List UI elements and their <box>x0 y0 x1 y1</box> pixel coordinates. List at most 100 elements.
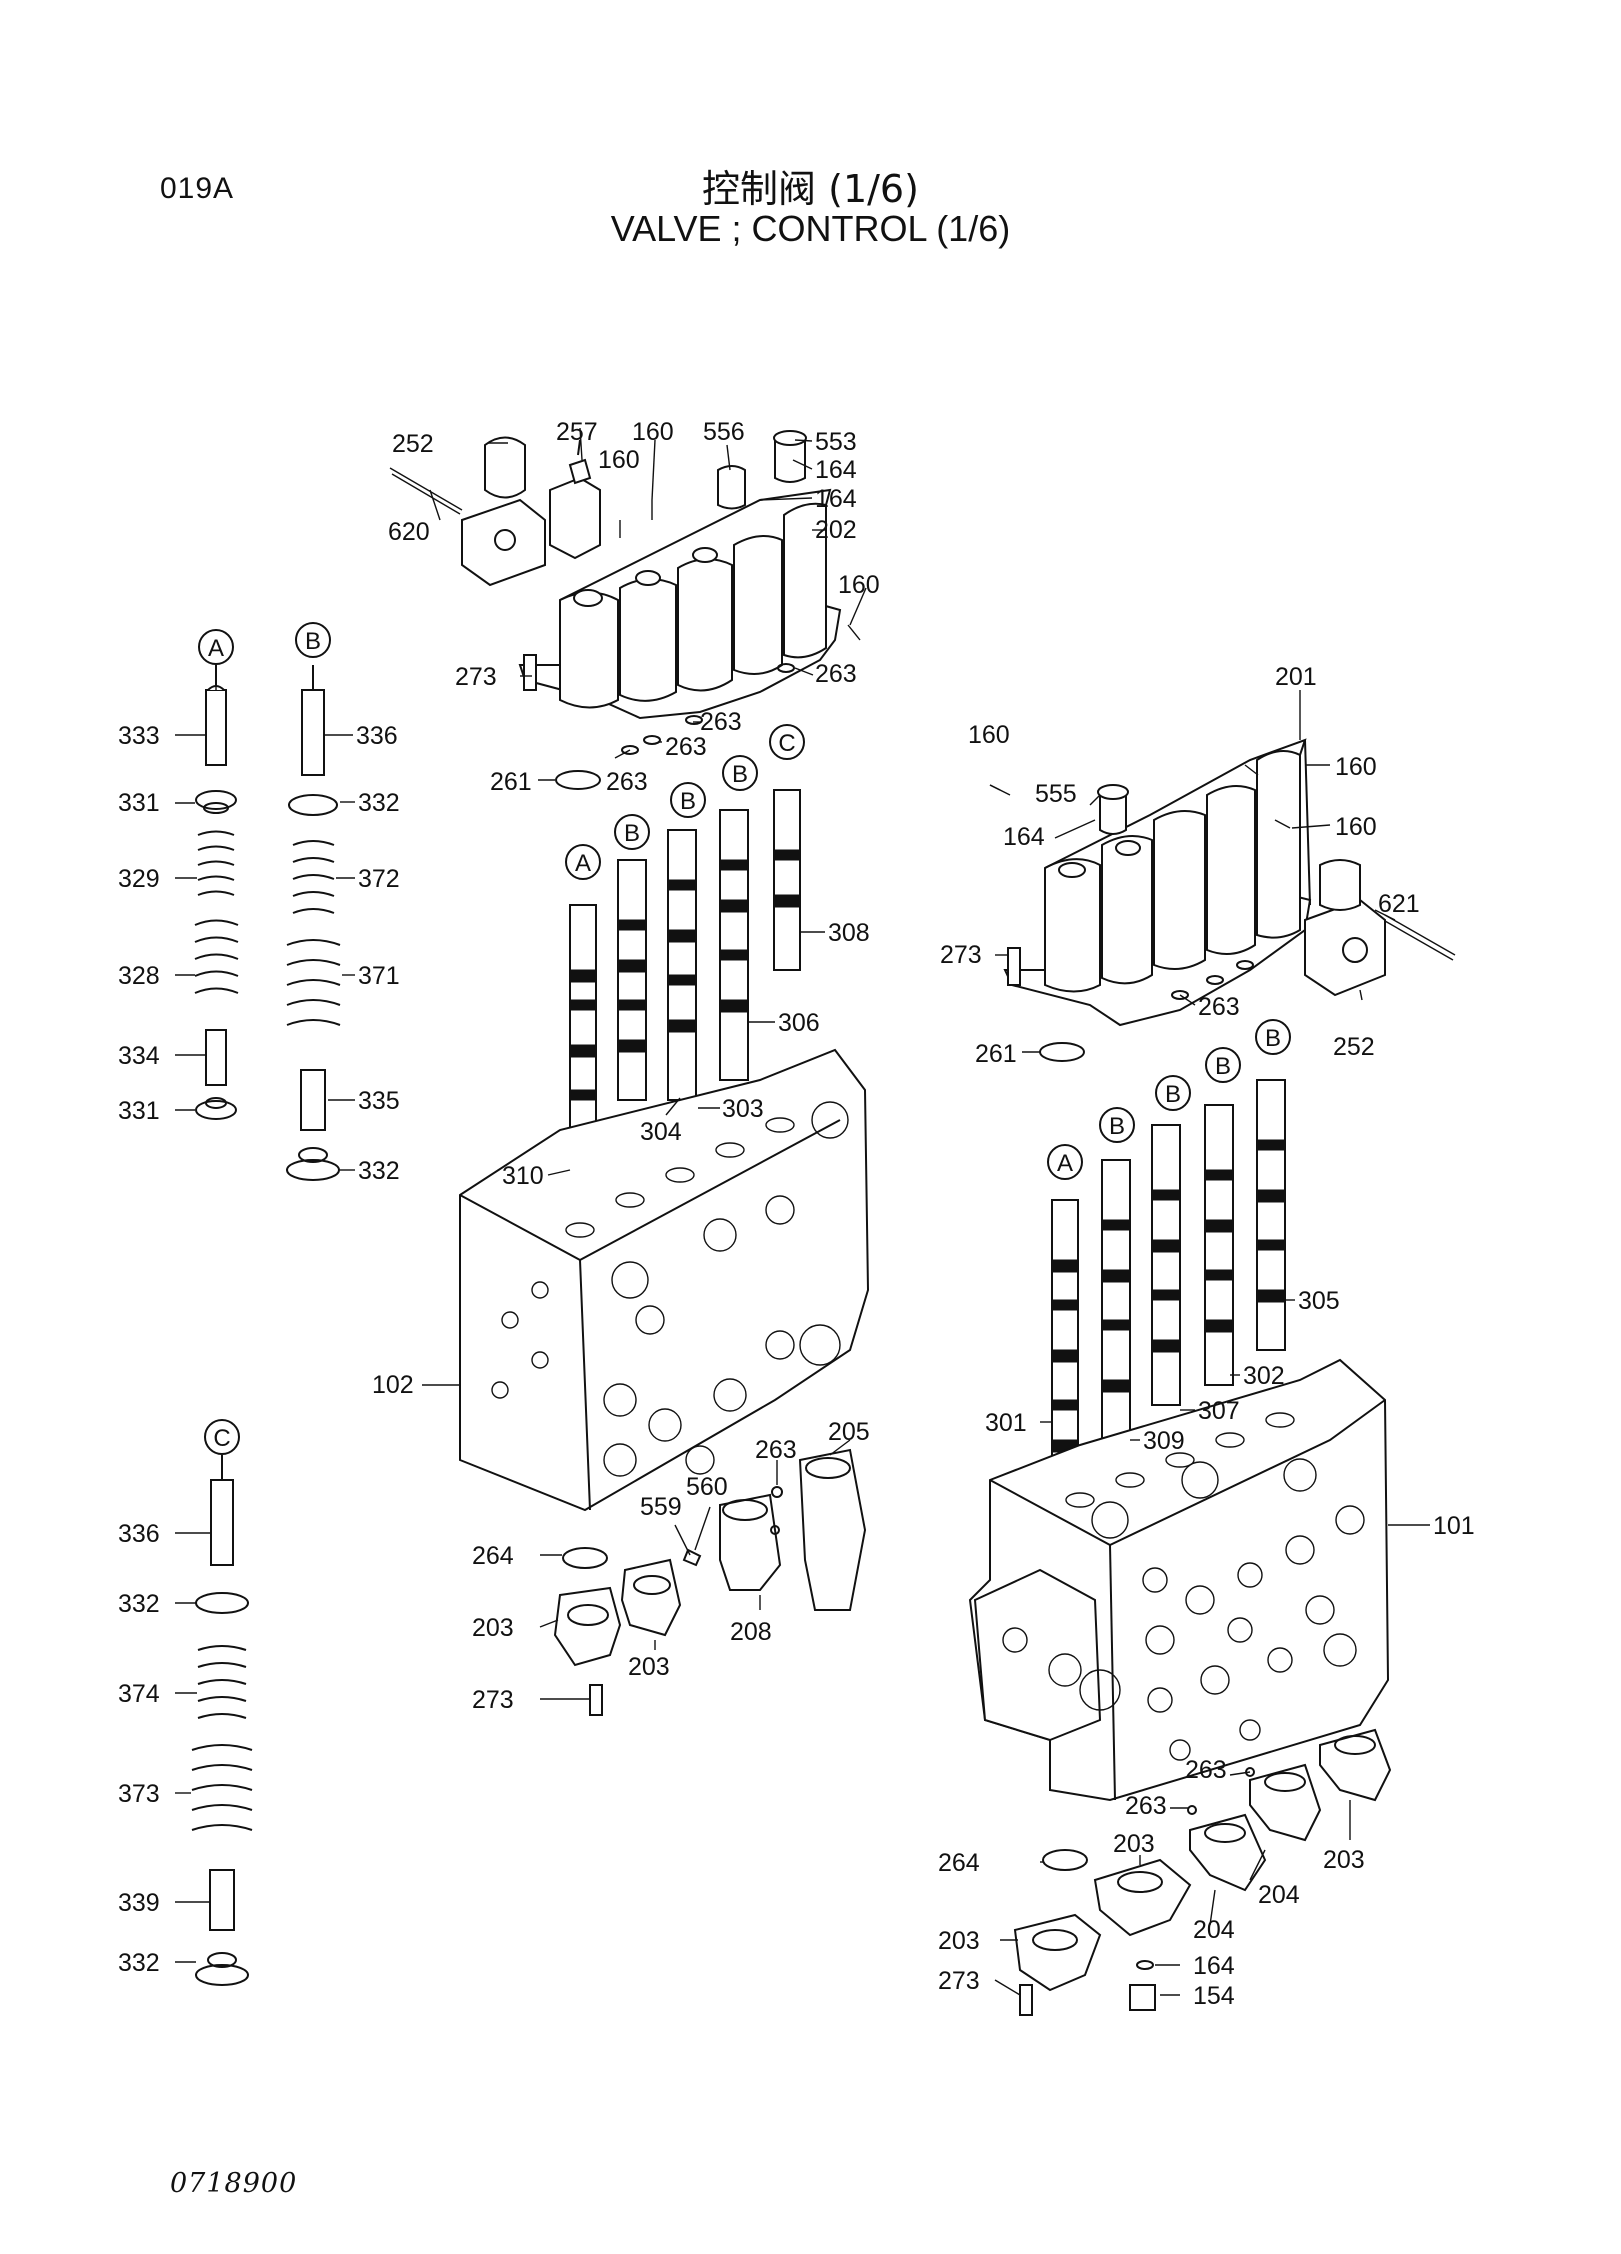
part-label: 553 <box>815 428 857 456</box>
spring-stack-a <box>194 665 239 1120</box>
callout-letter: B <box>732 761 748 788</box>
part-label: 301 <box>985 1409 1027 1437</box>
callout-letter: B <box>624 820 640 847</box>
part-label: 164 <box>1193 1952 1235 1980</box>
callout-letter: A <box>575 850 591 877</box>
part-label: 556 <box>703 418 745 446</box>
part-label: 164 <box>1003 823 1045 851</box>
bottom-right-covers <box>1013 1728 1392 2016</box>
part-label: 372 <box>358 865 400 893</box>
part-label: 263 <box>606 768 648 796</box>
part-label: 306 <box>778 1009 820 1037</box>
callout-letter: B <box>1109 1113 1125 1140</box>
section-code: 019A <box>160 172 235 205</box>
part-label: 310 <box>502 1162 544 1190</box>
callout-b: B <box>1205 1047 1241 1083</box>
part-label: 304 <box>640 1118 682 1146</box>
part-label: 164 <box>815 485 857 513</box>
part-label: 164 <box>815 456 857 484</box>
part-label: 264 <box>472 1542 514 1570</box>
part-label: 307 <box>1198 1397 1240 1425</box>
callout-b: B <box>1155 1075 1191 1111</box>
spring-stack-b <box>286 665 341 1181</box>
part-label: 273 <box>455 663 497 691</box>
callout-letter: C <box>778 730 795 757</box>
part-label: 263 <box>1185 1756 1227 1784</box>
part-label: 302 <box>1243 1362 1285 1390</box>
part-label: 308 <box>828 919 870 947</box>
part-label: 371 <box>358 962 400 990</box>
bottom-left-covers <box>553 1448 867 1716</box>
part-label: 309 <box>1143 1427 1185 1455</box>
callout-letter: B <box>680 788 696 815</box>
part-label: 261 <box>490 768 532 796</box>
callout-c: C <box>204 1419 240 1455</box>
part-label: 203 <box>472 1614 514 1642</box>
callout-letter: C <box>213 1425 230 1452</box>
part-label: 160 <box>598 446 640 474</box>
part-label: 336 <box>356 722 398 750</box>
part-label: 332 <box>118 1949 160 1977</box>
part-label: 332 <box>358 789 400 817</box>
part-label: 303 <box>722 1095 764 1123</box>
part-label: 208 <box>730 1618 772 1646</box>
part-label: 160 <box>968 721 1010 749</box>
part-label: 204 <box>1193 1916 1235 1944</box>
spools-left <box>569 789 801 1131</box>
callout-letter: A <box>208 635 224 662</box>
callout-letter: A <box>1057 1150 1073 1177</box>
part-label: 621 <box>1378 890 1420 918</box>
part-label: 620 <box>388 518 430 546</box>
part-label: 205 <box>828 1418 870 1446</box>
part-label: 202 <box>815 516 857 544</box>
part-label: 263 <box>755 1436 797 1464</box>
part-label: 332 <box>358 1157 400 1185</box>
drawing-number: 0718900 <box>170 2168 298 2199</box>
callout-a: A <box>565 844 601 880</box>
part-label: 203 <box>1323 1846 1365 1874</box>
part-label: 154 <box>1193 1982 1235 2010</box>
spools-right <box>1051 1079 1286 1471</box>
callout-letter: B <box>1265 1025 1281 1052</box>
part-label: 257 <box>556 418 598 446</box>
part-label: 252 <box>1333 1033 1375 1061</box>
part-label: 339 <box>118 1889 160 1917</box>
part-label: 263 <box>1198 993 1240 1021</box>
callout-a: A <box>1047 1144 1083 1180</box>
callout-b: B <box>670 782 706 818</box>
callout-b: B <box>295 622 331 658</box>
part-label: 328 <box>118 962 160 990</box>
part-label: 101 <box>1433 1512 1475 1540</box>
part-label: 374 <box>118 1680 160 1708</box>
leader-lines <box>175 427 1430 1996</box>
page-title-chinese: 控制阀 (1/6) <box>702 167 919 211</box>
callout-b: B <box>614 814 650 850</box>
part-label: 560 <box>686 1473 728 1501</box>
part-label: 203 <box>938 1927 980 1955</box>
upper-valve-housing-202 <box>389 430 861 790</box>
part-label: 252 <box>392 430 434 458</box>
part-label: 203 <box>1113 1830 1155 1858</box>
part-label: 555 <box>1035 780 1077 808</box>
part-label: 201 <box>1275 663 1317 691</box>
callout-letters: A B C A B B B C A B B B B <box>198 622 1291 1455</box>
part-label: 373 <box>118 1780 160 1808</box>
part-label: 263 <box>815 660 857 688</box>
part-label: 332 <box>118 1590 160 1618</box>
callout-b: B <box>722 755 758 791</box>
part-label: 273 <box>472 1686 514 1714</box>
part-label: 334 <box>118 1042 160 1070</box>
part-label: 160 <box>632 418 674 446</box>
part-label: 263 <box>665 733 707 761</box>
part-label: 333 <box>118 722 160 750</box>
upper-valve-housing-201 <box>989 738 1456 1062</box>
callout-letter: B <box>1165 1081 1181 1108</box>
callout-b: B <box>1255 1019 1291 1055</box>
part-label: 203 <box>628 1653 670 1681</box>
callout-letter: B <box>305 628 321 655</box>
part-label: 263 <box>1125 1792 1167 1820</box>
part-label: 160 <box>838 571 880 599</box>
part-labels: 252 257 160 556 553 160 164 164 620 202 … <box>118 418 1475 2010</box>
spring-stack-c <box>191 1455 253 1986</box>
